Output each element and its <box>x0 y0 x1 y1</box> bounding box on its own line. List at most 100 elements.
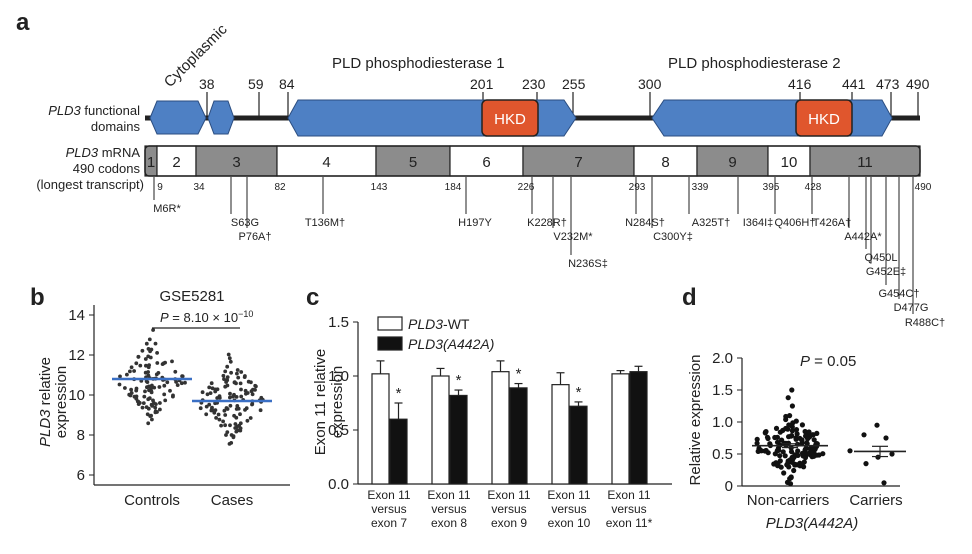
chart-b-point <box>125 372 129 377</box>
chart-b-point <box>254 384 258 389</box>
variant-label-6: K228R† <box>527 217 567 229</box>
chart-b-point <box>258 408 263 413</box>
svg-text:38: 38 <box>199 76 215 92</box>
chart-b-point <box>155 361 160 365</box>
chart-c-xtick-2-line1: Exon 11 <box>427 488 470 502</box>
chart-d-point-noncarrier <box>783 413 789 420</box>
chart-d-point-noncarrier <box>787 481 794 487</box>
chart-b-point <box>150 417 154 422</box>
row-label-functional-domains: PLD3 functional <box>48 103 140 118</box>
exon-boundary-339: 339 <box>692 182 709 193</box>
chart-b-point <box>205 392 210 397</box>
variant-label-13: Q406H† <box>775 217 816 229</box>
chart-b-point <box>198 406 203 411</box>
chart-d-point-noncarrier <box>788 433 794 439</box>
row-label-domains-line2: domains <box>91 119 141 134</box>
chart-d-point-noncarrier <box>811 437 817 443</box>
exon-label-1: 1 <box>147 154 155 171</box>
hkd-box-2 <box>795 99 853 137</box>
variant-label-2: S63G <box>231 217 259 229</box>
chart-b-point <box>215 387 220 392</box>
chart-b-point <box>117 382 122 387</box>
chart-b-point <box>222 377 226 381</box>
chart-d-point-noncarrier <box>795 452 801 458</box>
chart-c-xtick-2-line3: exon 8 <box>431 516 467 530</box>
chart-d-point-noncarrier <box>799 422 806 428</box>
chart-c-bar-wt-4 <box>551 384 570 485</box>
chart-d-point-noncarrier <box>789 403 796 409</box>
chart-d-point-noncarrier <box>773 425 780 431</box>
domain-label-cytoplasmic: Cytoplasmic <box>161 21 231 91</box>
exon-boundary-9: 9 <box>157 182 163 193</box>
chart-d-point-noncarrier <box>782 453 788 459</box>
chart-c-sig-3: * <box>516 366 522 383</box>
chart-b-point <box>223 384 228 389</box>
chart-b-point <box>129 387 134 392</box>
chart-d-ytick-label-2.0: 2.0 <box>712 350 733 367</box>
chart-b-point <box>229 433 234 437</box>
chart-b-point <box>143 389 147 394</box>
chart-d-point-noncarrier <box>754 440 760 446</box>
chart-d-point-carrier <box>889 451 895 457</box>
cytoplasmic-domain-1 <box>149 100 207 135</box>
chart-d-point-noncarrier <box>794 462 800 468</box>
chart-b-point <box>162 392 167 397</box>
chart-b-point <box>132 394 137 399</box>
chart-b-point <box>158 407 162 412</box>
chart-b-point <box>127 369 132 374</box>
chart-b-point <box>153 410 158 415</box>
chart-d-point-noncarrier <box>788 449 795 455</box>
chart-b-point <box>134 388 139 393</box>
chart-b-points <box>117 328 265 446</box>
chart-b-ytick-label-10: 10 <box>68 387 85 404</box>
exon-label-10: 10 <box>781 154 798 171</box>
chart-b-point <box>226 352 231 357</box>
chart-b-point <box>236 428 240 433</box>
chart-b-ytick-label-6: 6 <box>77 467 85 484</box>
chart-d-ylabel: Relative expression <box>687 355 704 486</box>
variant-label-19: D477G <box>894 302 929 314</box>
chart-d-point-carrier <box>875 454 881 460</box>
chart-b-point <box>236 375 241 380</box>
chart-d-point-noncarrier <box>793 427 800 433</box>
chart-d-point-noncarrier <box>772 434 778 441</box>
chart-c-sig-1: * <box>396 385 402 402</box>
chart-b-ylabel-line1: PLD3 relative <box>37 357 54 447</box>
chart-b-point <box>235 371 239 376</box>
svg-text:59: 59 <box>248 76 264 92</box>
svg-text:201: 201 <box>470 76 494 92</box>
exon-boundary-395: 395 <box>763 182 780 193</box>
chart-b-point <box>238 426 243 431</box>
chart-b-point <box>210 405 214 410</box>
chart-b-point <box>127 392 132 397</box>
chart-d-point-noncarrier <box>798 461 805 467</box>
svg-text:230: 230 <box>522 76 546 92</box>
chart-b-point <box>225 375 230 379</box>
chart-b-point <box>134 361 139 366</box>
svg-text:255: 255 <box>562 76 586 92</box>
chart-d-point-noncarrier <box>789 428 796 434</box>
chart-c-bar-wt-3 <box>491 371 510 485</box>
chart-d-point-noncarrier <box>785 426 791 432</box>
chart-b-point <box>225 430 230 434</box>
panel-letter-b: b <box>30 284 45 311</box>
chart-d-point-noncarrier <box>754 436 760 442</box>
exon-boundary-428: 428 <box>805 182 822 193</box>
chart-b-point <box>208 391 213 395</box>
chart-d-point-noncarrier <box>800 453 806 459</box>
chart-b-point <box>229 370 234 375</box>
chart-b-point <box>249 389 254 394</box>
chart-c-xtick-5-line2: versus <box>611 502 646 516</box>
chart-b-point <box>224 380 229 384</box>
chart-d-point-noncarrier <box>805 436 811 442</box>
domain-label-pld2: PLD phosphodiesterase 2 <box>668 55 841 72</box>
chart-c-ylabel-line2: expression <box>329 366 346 439</box>
chart-d-point-noncarrier <box>794 431 800 437</box>
chart-b-point <box>214 416 219 420</box>
chart-c-ytick-label-0.0: 0.0 <box>328 476 349 493</box>
chart-d-ytick-label-1.0: 1.0 <box>712 414 733 431</box>
